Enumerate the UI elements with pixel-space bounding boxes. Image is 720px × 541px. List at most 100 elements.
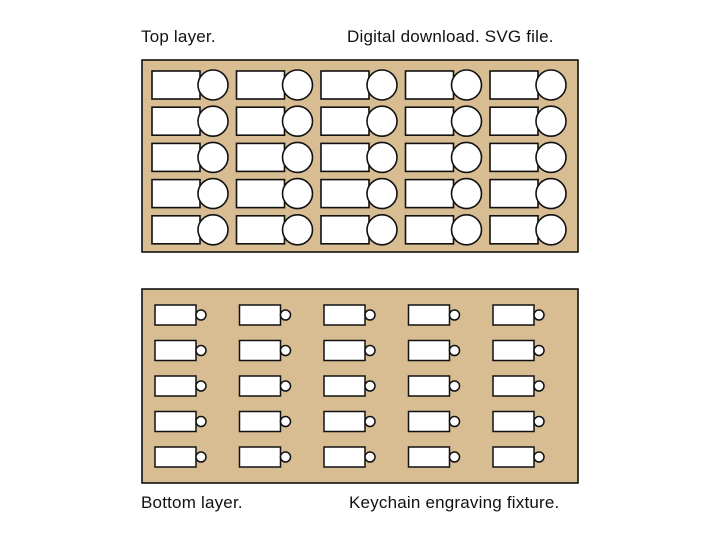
ring-slot (281, 105, 314, 137)
ring-slot (281, 214, 314, 246)
bottom-cutout (154, 410, 207, 433)
ring-slot (197, 141, 229, 174)
tag-slot (323, 304, 366, 326)
tag-slot (404, 178, 455, 209)
ring-slot (364, 309, 376, 321)
ring-slot (450, 69, 483, 101)
ring-slot (535, 105, 567, 137)
bottom-cutout (407, 339, 461, 362)
tag-slot (407, 410, 451, 433)
top-cutout (404, 177, 483, 210)
ring-slot (279, 344, 292, 357)
ring-slot (450, 214, 483, 246)
tag-slot (235, 106, 286, 136)
ring-slot (364, 344, 376, 357)
ring-slot (195, 309, 207, 321)
tag-slot (320, 142, 370, 173)
top-cutout (320, 177, 398, 210)
tag-slot (238, 304, 282, 326)
tag-slot (404, 70, 455, 100)
bottom-cutout (492, 446, 545, 468)
top-cutout (151, 214, 229, 246)
tag-slot (404, 106, 455, 136)
bottom-cutout (492, 304, 545, 326)
top-cutout (404, 214, 483, 246)
ring-slot (195, 415, 207, 428)
tag-slot (154, 410, 197, 433)
tag-slot (238, 410, 282, 433)
ring-slot (535, 177, 567, 210)
tag-slot (404, 142, 455, 173)
tag-slot (235, 70, 286, 100)
top-cutout (404, 69, 483, 101)
top-cutout (320, 69, 398, 101)
top-cutout (489, 141, 567, 174)
ring-slot (197, 214, 229, 246)
tag-slot (154, 446, 197, 468)
top-cutout (489, 214, 567, 246)
ring-slot (535, 69, 567, 101)
tag-slot (320, 70, 370, 100)
tag-slot (323, 375, 366, 397)
ring-slot (364, 380, 376, 392)
tag-slot (489, 70, 539, 100)
bottom-cutout (154, 446, 207, 468)
tag-slot (492, 304, 535, 326)
ring-slot (448, 344, 461, 357)
bottom-cutout (407, 375, 461, 397)
top-cutout (235, 214, 314, 246)
fixture-title-caption: Keychain engraving fixture. (349, 493, 560, 512)
tag-slot (492, 410, 535, 433)
tag-slot (235, 142, 286, 173)
tag-slot (235, 178, 286, 209)
ring-slot (533, 451, 545, 463)
bottom-cutout (407, 304, 461, 326)
ring-slot (448, 415, 461, 428)
bottom-cutout (407, 410, 461, 433)
ring-slot (197, 69, 229, 101)
top-cutout (235, 141, 314, 174)
bottom-cutout (154, 375, 207, 397)
file-format-caption: Digital download. SVG file. (347, 27, 554, 46)
bottom-cutout (323, 446, 376, 468)
bottom-cutout (238, 304, 292, 326)
tag-slot (238, 446, 282, 468)
ring-slot (364, 415, 376, 428)
bottom-cutout (323, 339, 376, 362)
tag-slot (238, 339, 282, 362)
ring-slot (281, 177, 314, 210)
ring-slot (533, 380, 545, 392)
tag-slot (489, 178, 539, 209)
bottom-cutout (492, 410, 545, 433)
tag-slot (492, 339, 535, 362)
top-cutout (320, 214, 398, 246)
top-cutout (235, 105, 314, 137)
bottom-cutout (238, 446, 292, 468)
ring-slot (197, 177, 229, 210)
top-cutout (320, 105, 398, 137)
ring-slot (279, 380, 292, 392)
tag-slot (489, 215, 539, 245)
top-cutout (151, 141, 229, 174)
tag-slot (320, 106, 370, 136)
ring-slot (535, 141, 567, 174)
tag-slot (407, 375, 451, 397)
top-layer (141, 59, 579, 253)
ring-slot (535, 214, 567, 246)
ring-slot (281, 69, 314, 101)
tag-slot (235, 215, 286, 245)
tag-slot (238, 375, 282, 397)
tag-slot (407, 339, 451, 362)
ring-slot (366, 141, 398, 174)
bottom-layer-caption: Bottom layer. (141, 493, 243, 512)
tag-slot (151, 215, 201, 245)
ring-slot (279, 451, 292, 463)
tag-slot (154, 375, 197, 397)
ring-slot (197, 105, 229, 137)
tag-slot (320, 215, 370, 245)
tag-slot (492, 446, 535, 468)
ring-slot (448, 451, 461, 463)
tag-slot (404, 215, 455, 245)
top-cutout (404, 105, 483, 137)
tag-slot (407, 304, 451, 326)
